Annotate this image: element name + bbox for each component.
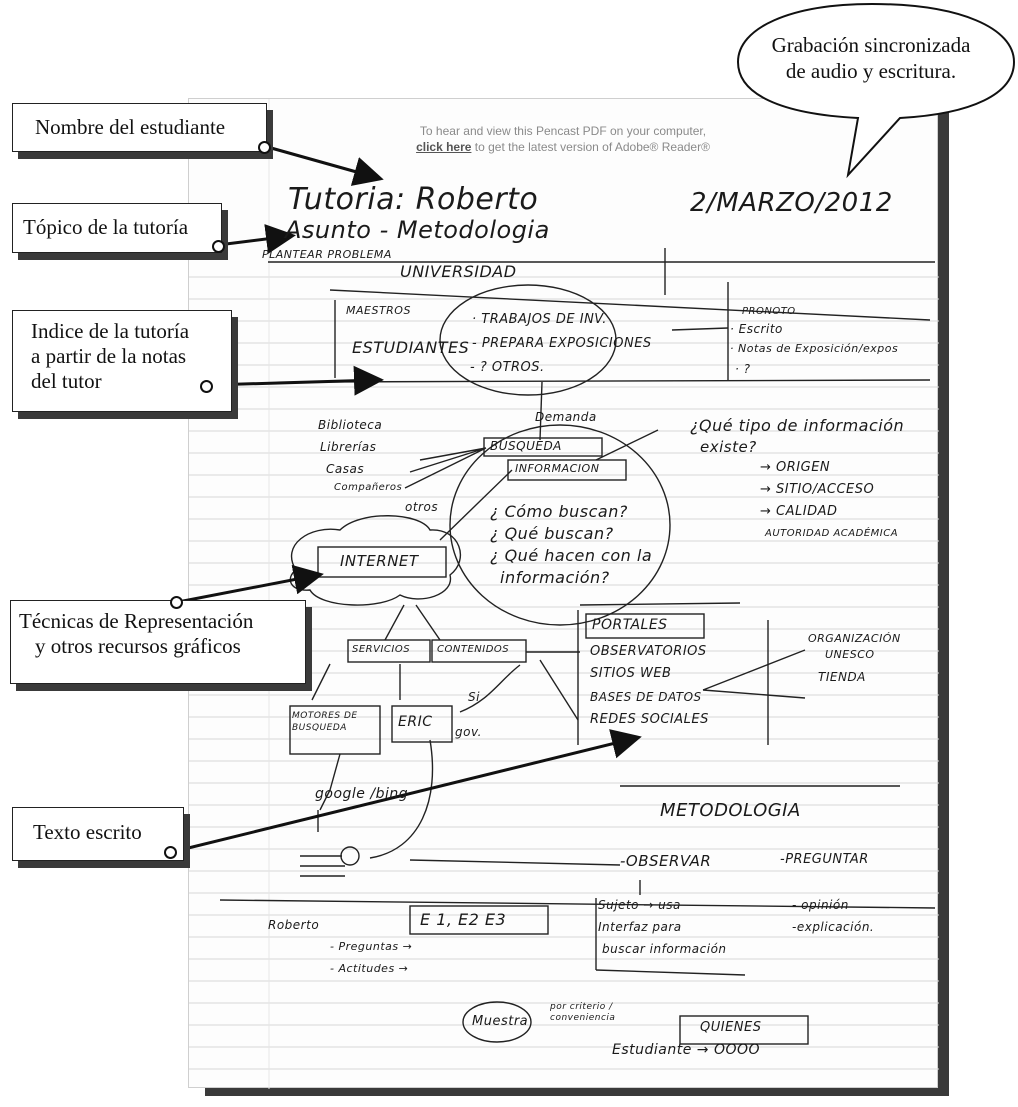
hw-sujeto: Sujeto → usa xyxy=(598,898,681,912)
hw-maestros: MAESTROS xyxy=(346,304,411,317)
label-index-line3: del tutor xyxy=(31,369,102,394)
hw-escrito: · Escrito xyxy=(730,322,783,336)
hw-explicacion: -explicación. xyxy=(792,920,875,934)
hw-prepara: - PREPARA EXPOSICIONES xyxy=(472,336,652,351)
bubble-caption: Grabación sincronizada de audio y escrit… xyxy=(742,32,1000,85)
hw-si: Si xyxy=(468,690,480,704)
hw-que-tipo: ¿Qué tipo de información xyxy=(690,416,905,435)
hw-servicios: SERVICIOS xyxy=(352,644,411,655)
hw-pronoto: PRONOTO xyxy=(742,306,796,317)
hw-unesco: UNESCO xyxy=(825,648,875,661)
label-index-line1: Indice de la tutoría xyxy=(31,319,190,343)
click-here-link[interactable]: click here xyxy=(416,140,472,154)
hw-preguntas: - Preguntas → xyxy=(330,940,413,953)
hw-eric: ERIC xyxy=(398,714,433,730)
hw-biblioteca: Biblioteca xyxy=(318,418,383,432)
pointer-dot xyxy=(170,596,183,609)
pencast-banner-rest: to get the latest version of Adobe® Read… xyxy=(471,140,710,154)
hw-date: 2/MARZO/2012 xyxy=(690,188,893,218)
bubble-line2: de audio y escritura. xyxy=(785,59,957,84)
hw-redes: REDES SOCIALES xyxy=(590,712,709,727)
hw-que-buscan: ¿ Qué buscan? xyxy=(490,524,614,543)
hw-contenidos: CONTENIDOS xyxy=(437,644,510,655)
hw-existe: existe? xyxy=(700,438,757,456)
label-index-line2: a partir de la notas xyxy=(31,344,187,369)
hw-informacion2: información? xyxy=(500,568,610,587)
hw-e1e2: E 1, E2 E3 xyxy=(420,910,507,929)
hw-trabajos: · TRABAJOS DE INV. xyxy=(472,312,607,327)
label-written-text: Texto escrito xyxy=(12,807,184,861)
hw-demanda: Demanda xyxy=(535,410,597,424)
hw-gov: gov. xyxy=(455,725,482,739)
pointer-dot xyxy=(164,846,177,859)
hw-busqueda: BUSQUEDA xyxy=(490,439,562,453)
bubble-line1: Grabación sincronizada xyxy=(771,33,971,57)
hw-preguntar: -PREGUNTAR xyxy=(780,852,869,867)
pointer-dot xyxy=(258,141,271,154)
hw-universidad: UNIVERSIDAD xyxy=(400,262,517,281)
hw-subject: Asunto - Metodologia xyxy=(285,216,550,244)
hw-por-criterio: por criterio / conveniencia xyxy=(550,1002,616,1023)
hw-autoridad: AUTORIDAD ACADÉMICA xyxy=(765,528,899,539)
pointer-dot xyxy=(200,380,213,393)
label-index: Indice de la tutoría a partir de la nota… xyxy=(12,310,232,412)
hw-sitiosweb: SITIOS WEB xyxy=(590,666,672,681)
hw-plantear: PLANTEAR PROBLEMA xyxy=(262,248,392,261)
label-techniques-line1: Técnicas de Representación xyxy=(19,609,254,633)
hw-portales: PORTALES xyxy=(592,617,668,633)
hw-estudiantes: ESTUDIANTES xyxy=(352,338,470,357)
hw-question: · ? xyxy=(735,362,751,376)
hw-observar: -OBSERVAR xyxy=(620,852,712,870)
hw-muestra: Muestra xyxy=(472,1014,529,1029)
hw-origen: → ORIGEN xyxy=(760,460,831,475)
annotation-arrows xyxy=(171,144,642,854)
label-student-name: Nombre del estudiante xyxy=(12,103,267,152)
hw-interfaz: Interfaz para xyxy=(598,920,682,934)
hw-calidad: → CALIDAD xyxy=(760,504,838,519)
speech-bubble xyxy=(736,2,1016,179)
hw-notas: · Notas de Exposición/expos xyxy=(730,342,899,355)
hw-tienda: TIENDA xyxy=(818,670,866,684)
hw-opinion: - opinión xyxy=(792,898,849,912)
label-student-name-text: Nombre del estudiante xyxy=(35,115,226,139)
ruled-lines xyxy=(189,99,939,1089)
label-techniques: Técnicas de Representación y otros recur… xyxy=(10,600,306,684)
hw-estudiante: Estudiante → OOOO xyxy=(612,1042,761,1058)
pencast-banner-line2: click here to get the latest version of … xyxy=(188,140,938,154)
hw-quienes: QUIENES xyxy=(700,1020,762,1035)
hw-como-buscan: ¿ Cómo buscan? xyxy=(490,502,628,521)
hw-buscar: buscar información xyxy=(602,942,727,956)
hw-organizacion: ORGANIZACIÓN xyxy=(808,632,901,645)
hw-metodologia: METODOLOGIA xyxy=(660,800,801,821)
hw-roberto: Roberto xyxy=(268,918,320,932)
hw-casas: Casas xyxy=(326,462,365,476)
hw-motores: MOTORES DE BUSQUEDA xyxy=(292,711,358,733)
hw-title: Tutoria: Roberto xyxy=(288,182,539,217)
hw-otros2: otros xyxy=(405,500,439,514)
hw-sitio: → SITIO/ACCESO xyxy=(760,482,875,497)
hw-librerias: Librerías xyxy=(320,440,377,454)
hw-actitudes: - Actitudes → xyxy=(330,962,409,975)
hw-informacion: INFORMACION xyxy=(515,462,600,475)
pencast-banner-line1: To hear and view this Pencast PDF on you… xyxy=(419,124,707,138)
hw-bases: BASES DE DATOS xyxy=(590,690,702,704)
pointer-dot xyxy=(212,240,225,253)
hw-otros: - ? OTROS. xyxy=(470,360,545,375)
hw-que-hacen: ¿ Qué hacen con la xyxy=(490,546,653,565)
handwritten-diagram xyxy=(219,248,936,1045)
hw-companeros: Compañeros xyxy=(334,482,403,493)
label-topic: Tópico de la tutoría xyxy=(12,203,222,253)
hw-google: google /bing xyxy=(315,786,409,802)
label-techniques-line2: y otros recursos gráficos xyxy=(35,634,241,659)
label-topic-text: Tópico de la tutoría xyxy=(23,215,189,239)
hw-observatorios: OBSERVATORIOS xyxy=(590,644,707,659)
hw-internet: INTERNET xyxy=(340,552,419,570)
label-written-text-text: Texto escrito xyxy=(33,820,142,844)
